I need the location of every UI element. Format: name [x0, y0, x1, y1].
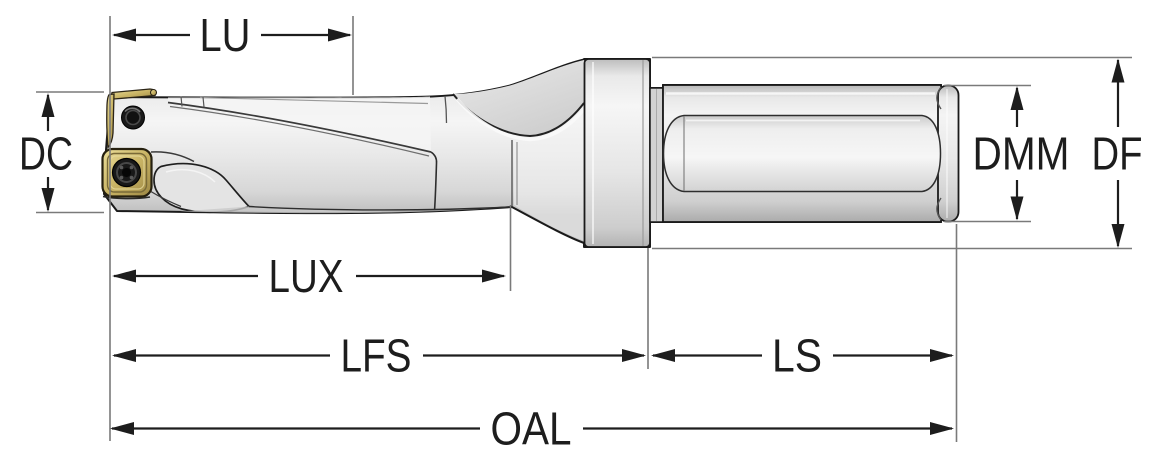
arrow-dc-up	[41, 93, 55, 117]
dim-label-lfs: LFS	[341, 330, 412, 382]
flute-scoop-glint	[455, 97, 587, 142]
dimension-labels: LU DC LUX LFS LS OAL DMM DF	[19, 9, 1143, 455]
flute-land-highlight	[168, 96, 431, 152]
clamp-screw-ring	[125, 109, 141, 126]
arrow-lfs-left	[112, 349, 136, 362]
arrow-oal-left	[110, 422, 134, 435]
insert-shadow-line	[102, 195, 151, 200]
insert-screw-torx-1	[129, 165, 134, 170]
arrow-oal-right	[930, 422, 954, 435]
dim-label-dmm: DMM	[973, 128, 1070, 180]
insert-flute-line-top	[150, 151, 195, 163]
arrow-lu-left	[112, 28, 136, 42]
dim-label-dc: DC	[19, 128, 73, 180]
top-facet-line	[199, 96, 429, 105]
arrow-lux-right	[482, 269, 506, 283]
dim-label-lux: LUX	[269, 250, 344, 302]
peripheral-insert-corner	[149, 88, 158, 97]
dim-label-df: DF	[1092, 128, 1143, 180]
dim-label-oal: OAL	[491, 403, 572, 455]
flute-ridge-line-2	[169, 105, 430, 157]
arrow-ls-left	[651, 349, 675, 362]
flute-ridge-end	[430, 151, 438, 212]
flute-scoop	[453, 60, 584, 136]
insert-screw-torx-2	[119, 165, 124, 170]
drill-illustration	[101, 58, 960, 248]
insert-screw-torx-3	[119, 175, 124, 180]
flute-wrap-line	[444, 95, 448, 124]
arrowheads	[41, 28, 1125, 435]
arrow-lu-right	[328, 28, 352, 42]
insert-screw-torx-4	[129, 175, 134, 180]
dim-label-ls: LS	[772, 330, 822, 382]
shank-end-groove-bottom	[936, 197, 942, 221]
dim-label-lu: LU	[200, 9, 251, 61]
weldon-flat	[662, 114, 942, 193]
arrow-dmm-up	[1010, 86, 1024, 110]
arrow-lux-left	[112, 269, 136, 283]
clamp-screw-glint	[124, 107, 141, 113]
insert-screw-center	[122, 168, 131, 177]
insert-screw-ring	[116, 162, 137, 183]
shank-end-groove-top	[936, 86, 942, 110]
arrow-dmm-down	[1010, 196, 1024, 221]
arrow-lfs-right	[622, 349, 646, 362]
flute-teardrop-glint	[165, 168, 216, 183]
arrow-df-down	[1111, 224, 1125, 248]
arrow-df-up	[1111, 58, 1125, 83]
dimension-layer: LU DC LUX LFS LS OAL DMM DF	[19, 9, 1143, 455]
arrow-ls-right	[930, 349, 954, 362]
bottom-shadow-line	[248, 205, 510, 211]
extension-lines	[36, 16, 1132, 442]
center-insert-inner-line	[106, 152, 148, 193]
arrow-dc-down	[41, 188, 55, 212]
flute-ridge-line	[167, 101, 432, 153]
top-facet-tick-1	[180, 96, 183, 107]
top-facet-tick-2	[202, 96, 205, 108]
insert-flute-line-bottom	[149, 190, 182, 208]
flange	[583, 58, 651, 248]
